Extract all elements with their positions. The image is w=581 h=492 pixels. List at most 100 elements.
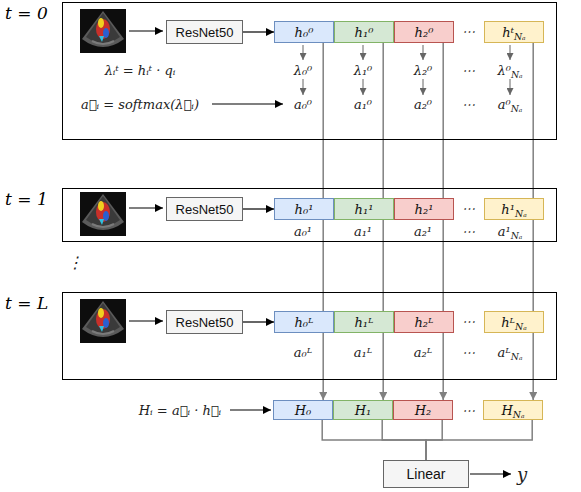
softmax-arrow (510, 79, 511, 95)
feature-arrow (243, 31, 274, 32)
softmax-arrow (303, 79, 304, 95)
output-arrow (470, 473, 511, 474)
box-label: h¹Nₐ (501, 202, 526, 217)
attention-line (442, 43, 444, 400)
box-label: hᴸNₐ (501, 315, 527, 330)
input-arrow (129, 30, 163, 31)
math-label: a₀¹ (294, 224, 312, 239)
math-label: ⋯ (462, 345, 475, 360)
math-label: ⋯ (462, 314, 475, 329)
math-label: a₂ᴸ (414, 345, 432, 360)
box-label: ResNet50 (176, 202, 234, 217)
math-label: a₁⁰ (354, 97, 372, 112)
feature-box: h₀¹ (274, 198, 334, 220)
frame-label: t = 1 (5, 189, 48, 209)
feature-arrow (243, 208, 274, 209)
math-label: a₁ᴸ (354, 345, 372, 360)
box-label: HNₐ (501, 403, 524, 418)
math-label: a₀⁰ (294, 97, 312, 112)
feature-box: h₂¹ (394, 198, 454, 220)
math-label: a₂⁰ (414, 97, 432, 112)
math-label: ⋯ (462, 63, 475, 78)
input-arrow (129, 320, 163, 321)
attention-line (382, 43, 384, 400)
math-label: a₁¹ (354, 224, 372, 239)
score-arrow (510, 45, 511, 60)
box-label: h₂ᴸ (414, 315, 433, 330)
frame-label: t = L (5, 293, 48, 313)
box-label: h₁ᴸ (354, 315, 373, 330)
score-arrow (363, 45, 364, 60)
score-arrow (423, 45, 424, 60)
feature-box: h₁ᴸ (334, 311, 394, 333)
frame-label: t = 0 (5, 3, 48, 23)
feature-box: hᵗNₐ (484, 21, 544, 43)
feature-box: hᴸNₐ (484, 311, 544, 333)
module-box: ResNet50 (166, 197, 243, 221)
math-label: ⋯ (462, 224, 475, 239)
formula-arrow (212, 103, 283, 104)
math-label: λ₂⁰ (414, 63, 433, 78)
math-label: y (517, 464, 527, 485)
math-label: ⋯ (462, 201, 475, 216)
merge-line (426, 420, 532, 460)
box-label: h₀¹ (295, 202, 314, 217)
feature-box: H₂ (393, 400, 453, 420)
feature-box: h₂ᴸ (394, 311, 454, 333)
math-label: a¹Nₐ (498, 224, 523, 239)
module-box: ResNet50 (166, 20, 243, 44)
feature-box: H₀ (273, 400, 333, 420)
math-label: ⋯ (462, 24, 475, 39)
feature-box: h₂⁰ (394, 21, 454, 43)
math-label: a⁰Nₐ (498, 97, 523, 112)
math-label: a₀ᴸ (294, 345, 312, 360)
math-label: a₂¹ (414, 224, 432, 239)
feature-box: h₁¹ (334, 198, 394, 220)
math-label: λᵢᵗ = hᵢᵗ · qᵢ (105, 63, 176, 78)
feature-arrow (243, 321, 274, 322)
ultrasound-image (80, 9, 126, 53)
box-label: h₁⁰ (355, 25, 374, 40)
box-label: h₀⁰ (295, 25, 314, 40)
box-label: ResNet50 (176, 25, 234, 40)
softmax-arrow (363, 79, 364, 95)
box-label: Linear (407, 466, 446, 482)
math-label: λ⁰Nₐ (497, 63, 522, 78)
math-label: ⋯ (462, 403, 475, 418)
box-label: h₂⁰ (415, 25, 434, 40)
feature-box: h₀⁰ (274, 21, 334, 43)
attention-line (322, 43, 324, 400)
feature-box: h¹Nₐ (484, 198, 544, 220)
time-step-frame: t = LResNet50h₀ᴸh₁ᴸh₂ᴸhᴸNₐ (62, 292, 557, 380)
box-label: h₁¹ (355, 202, 374, 217)
input-arrow (129, 207, 163, 208)
feature-box: h₀ᴸ (274, 311, 334, 333)
math-label: a⃗ᵢ = softmax(λ⃗ᵢ) (81, 97, 199, 112)
math-label: Hᵢ = a⃗ᵢ · h⃗ᵢ (139, 403, 221, 418)
box-label: ResNet50 (176, 315, 234, 330)
formula-arrow (230, 409, 271, 410)
score-arrow (303, 45, 304, 60)
math-label: λ₀⁰ (294, 63, 313, 78)
box-label: H₂ (415, 403, 432, 418)
box-label: H₁ (355, 403, 372, 418)
attention-line (532, 43, 534, 400)
box-label: h₀ᴸ (294, 315, 313, 330)
merge-line (382, 420, 426, 460)
math-label: ⋮ (67, 253, 83, 272)
feature-box: h₁⁰ (334, 21, 394, 43)
box-label: h₂¹ (415, 202, 434, 217)
softmax-arrow (423, 79, 424, 95)
module-box: ResNet50 (166, 310, 243, 334)
math-label: aᴸNₐ (498, 345, 523, 360)
feature-box: H₁ (333, 400, 393, 420)
box-label: H₀ (295, 403, 312, 418)
feature-box: HNₐ (483, 400, 543, 420)
ultrasound-image (80, 192, 126, 236)
math-label: λ₁⁰ (354, 63, 373, 78)
ultrasound-image (80, 299, 126, 343)
math-label: ⋯ (462, 97, 475, 112)
box-label: hᵗNₐ (502, 25, 525, 40)
merge-line (322, 420, 426, 460)
